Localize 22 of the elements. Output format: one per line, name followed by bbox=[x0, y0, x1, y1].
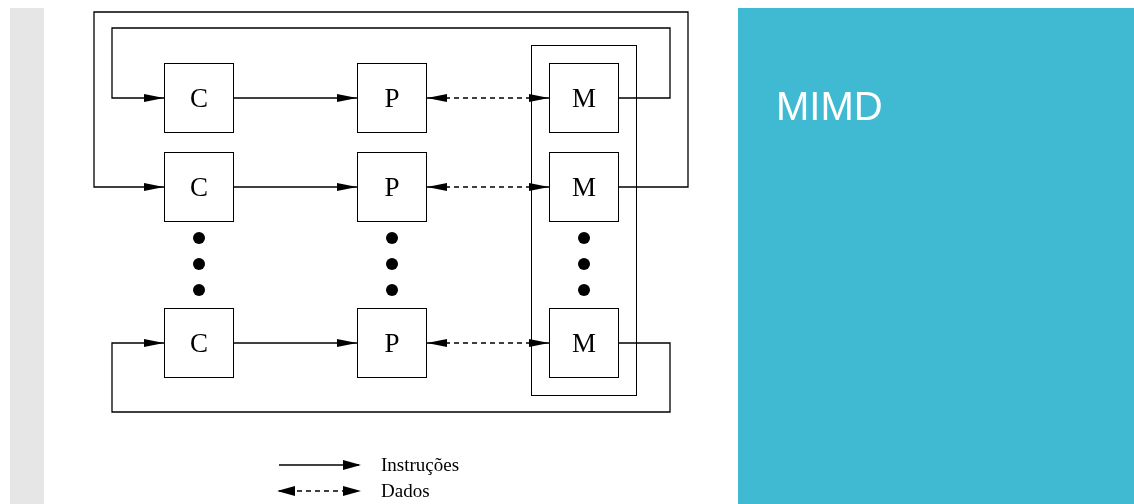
arrow bbox=[233, 183, 358, 191]
unit-box: C bbox=[164, 63, 234, 133]
arrow bbox=[233, 339, 358, 347]
legend-text: Dados bbox=[381, 481, 430, 500]
unit-box: M bbox=[549, 152, 619, 222]
arrow bbox=[426, 94, 550, 102]
arrow bbox=[233, 94, 358, 102]
title: MIMD bbox=[776, 86, 883, 126]
arrow bbox=[93, 11, 689, 191]
unit-box: P bbox=[357, 308, 427, 378]
unit-box: P bbox=[357, 152, 427, 222]
unit-box: P bbox=[357, 63, 427, 133]
unit-box: C bbox=[164, 308, 234, 378]
unit-box: M bbox=[549, 308, 619, 378]
arrow bbox=[111, 27, 671, 102]
memory-group-box bbox=[531, 45, 637, 396]
legend-text: Instruções bbox=[381, 455, 460, 474]
unit-box: C bbox=[164, 152, 234, 222]
arrow bbox=[111, 339, 671, 413]
arrow bbox=[426, 339, 550, 347]
unit-box: M bbox=[549, 63, 619, 133]
arrow bbox=[426, 183, 550, 191]
